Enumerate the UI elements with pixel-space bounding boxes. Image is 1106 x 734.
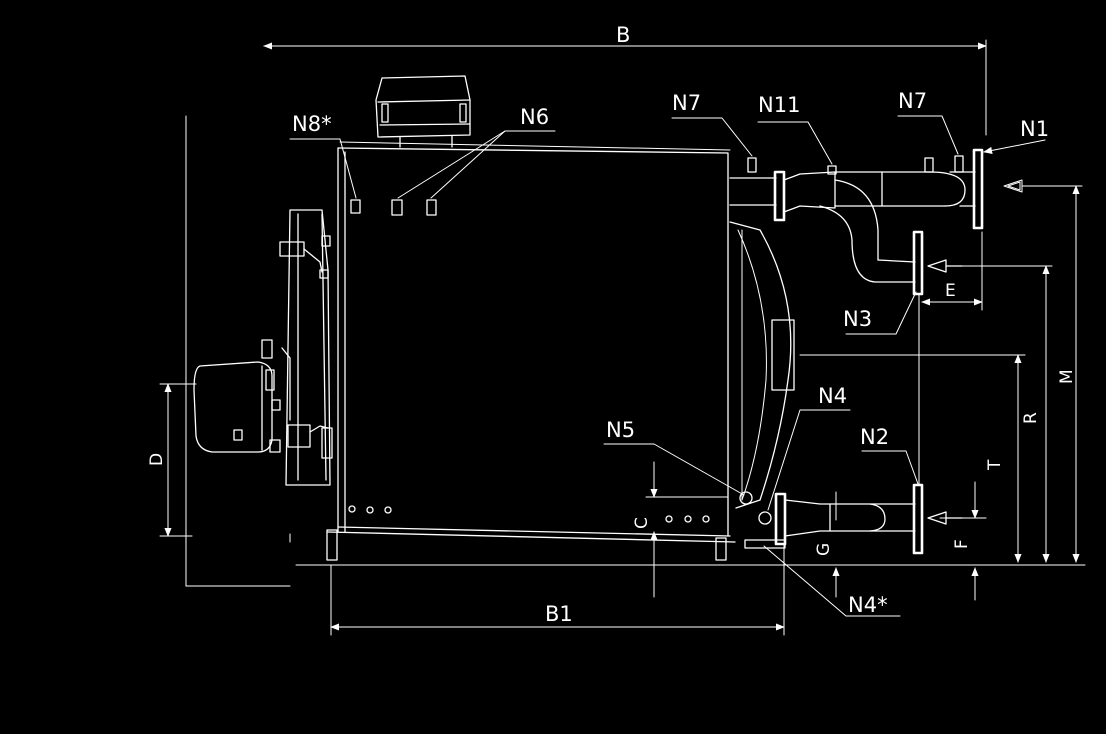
dim-label-F: F — [952, 539, 972, 549]
leader-lines — [289, 115, 1046, 617]
control-panel — [375, 75, 471, 148]
top-sockets — [350, 199, 437, 216]
boiler-body — [295, 141, 1086, 566]
nozzle-label-n2: N2 — [860, 425, 889, 449]
nozzle-label-n1: N1 — [1020, 117, 1049, 141]
dimension-labels: B B1 D C G F T R M E — [147, 23, 1077, 626]
dimension-lines — [159, 39, 1083, 636]
dim-label-B1: B1 — [545, 602, 573, 626]
return-pipe — [739, 483, 924, 555]
nozzle-label-n3: N3 — [843, 307, 872, 331]
dim-label-B: B — [616, 23, 630, 47]
nozzle-label-n5: N5 — [606, 418, 635, 442]
front-door — [261, 209, 333, 486]
dim-label-D: D — [147, 453, 167, 466]
nozzle-label-n4: N4 — [818, 384, 847, 408]
nozzle-label-n7-right: N7 — [898, 89, 927, 113]
nozzle-label-n7-left: N7 — [672, 91, 701, 115]
nozzle-label-n8-star: N8* — [292, 112, 332, 136]
dim-label-R: R — [1021, 412, 1041, 424]
burner — [193, 361, 275, 453]
dim-label-M: M — [1057, 369, 1077, 384]
nozzle-label-n6: N6 — [520, 105, 549, 129]
nozzle-label-n11: N11 — [758, 93, 800, 117]
flue-outlet-pipe — [729, 148, 984, 296]
dim-label-G: G — [814, 543, 834, 556]
dim-label-E: E — [945, 281, 956, 301]
dim-label-T: T — [985, 459, 1005, 471]
rear-flue-chamber — [729, 221, 795, 509]
flow-arrows — [927, 179, 1041, 525]
nozzle-label-n4-star: N4* — [848, 593, 888, 617]
dim-label-C: C — [632, 517, 652, 529]
nozzle-labels: N8* N6 N7 N11 N7 N1 N3 N4 N5 N2 N4* — [292, 89, 1049, 617]
